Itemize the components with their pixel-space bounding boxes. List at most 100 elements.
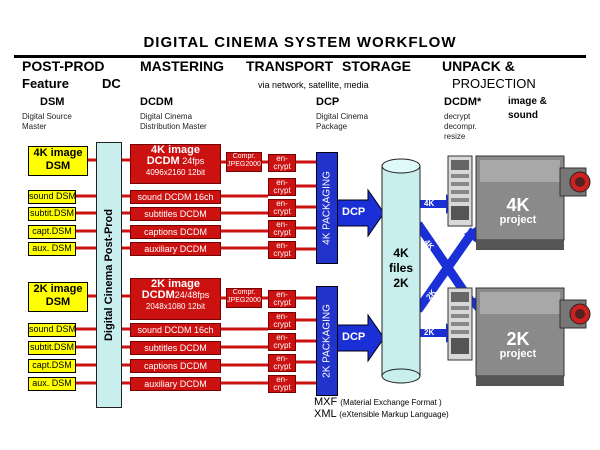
storage-label: 4K files 2K (382, 246, 420, 291)
col-image-sound-1: image & (508, 96, 547, 107)
dsm-2k-capt: capt.DSM (28, 359, 76, 373)
encrypt-l1: en- (276, 354, 288, 363)
encrypt-l1: en- (276, 178, 288, 187)
packaging-2k-label: 2K PACKAGING (321, 304, 333, 378)
dsm-2k-image-l1: 2K image (33, 283, 83, 295)
dsm-4k-capt: capt.DSM (28, 225, 76, 239)
encrypt-l2: crypt (273, 249, 291, 258)
stage-feature: Feature (22, 76, 69, 91)
arrow-label-top: 4K (424, 199, 435, 208)
encrypt-2k-captions: en-crypt (268, 354, 296, 372)
encrypt-l2: crypt (273, 186, 291, 195)
dsm-2k-aux: aux. DSM (28, 377, 76, 391)
col-dcdm-desc1: Digital Cinema (140, 112, 193, 121)
encrypt-l1: en- (276, 199, 288, 208)
note-mxf: MXF (Material Exchange Format ) (314, 396, 442, 408)
projector-4k-l2: project (499, 214, 537, 226)
dist-arrow-bottom (418, 323, 456, 343)
encrypt-l1: en- (276, 333, 288, 342)
encrypt-l1: en- (276, 290, 288, 299)
col-image-sound-2: sound (508, 110, 538, 121)
dcp-2k-label: DCP (342, 331, 366, 343)
projector-4k (475, 155, 591, 250)
dcdm-2k-image: 2K image DCDM24/48fps 2048x1080 12bit (130, 278, 221, 320)
dcdm-4k-auxiliary: auxiliary DCDM (130, 242, 221, 256)
encrypt-4k-captions: en-crypt (268, 220, 296, 238)
dcdm-4k-image: 4K image DCDM 24fps 4096x2160 12bit (130, 144, 221, 184)
storage-label-l2: files (388, 261, 413, 275)
stage-transport: TRANSPORT (246, 58, 334, 74)
dsm-4k-subtit: subtit.DSM (28, 207, 76, 221)
dcp-4k-label: DCP (342, 206, 366, 218)
note-mxf-desc: (Material Exchange Format ) (340, 398, 442, 407)
encrypt-l2: crypt (273, 162, 291, 171)
dsm-2k-image: 2K image DSM (28, 282, 88, 312)
encrypt-l2: crypt (273, 207, 291, 216)
arrow-label-bottom: 2K (424, 328, 435, 337)
encrypt-l1: en- (276, 154, 288, 163)
dsm-4k-image: 4K image DSM (28, 146, 88, 176)
col-dsm-desc2: Master (22, 122, 47, 131)
dcp-arrow-4k (336, 188, 385, 238)
dcp-arrow-2k (336, 313, 385, 363)
stage-post-prod: POST-PROD (22, 58, 105, 74)
dcdm-4k-image-l3: 4096x2160 12bit (145, 168, 206, 177)
dsm-2k-image-l2: DSM (45, 296, 71, 308)
server-rack-4k (447, 155, 473, 227)
encrypt-4k-image: en-crypt (268, 154, 296, 172)
server-rack-2k (447, 287, 473, 361)
dsm-4k-sound: sound DSM (28, 190, 76, 204)
encrypt-4k-subtitles: en-crypt (268, 199, 296, 217)
col-dsm: DSM (40, 96, 65, 108)
cross-arrow-up (414, 227, 478, 313)
dcdm-2k-auxiliary: auxiliary DCDM (130, 377, 221, 391)
dcdm-2k-image-l1: 2K image (151, 278, 200, 290)
encrypt-4k-sound: en-crypt (268, 178, 296, 196)
dcdm-4k-sound: sound DCDM 16ch (130, 190, 221, 204)
dcdm-2k-image-l2: DCDM (141, 289, 175, 301)
dist-arrow-top (418, 194, 456, 214)
compress-4k: Compr. JPEG2000 (226, 152, 262, 172)
storage-label-l1: 4K (393, 246, 409, 260)
compress-4k-l2: JPEG2000 (227, 161, 261, 168)
col-dsm-desc1: Digital Source (22, 112, 72, 121)
compress-2k: Compr. JPEG2000 (226, 288, 262, 308)
col-dcp-desc2: Package (316, 122, 348, 131)
col-dcp-desc1: Digital Cinema (316, 112, 369, 121)
dcdm-2k-sound: sound DCDM 16ch (130, 323, 221, 337)
stage-projection: PROJECTION (452, 76, 536, 91)
col-dcdm-desc2: Distribution Master (140, 122, 207, 131)
dcdm-4k-image-l2: DCDM (146, 155, 180, 167)
encrypt-2k-subtitles: en-crypt (268, 333, 296, 351)
dcdm-4k-fps: 24fps (182, 156, 205, 166)
compress-2k-l2: JPEG2000 (227, 297, 261, 304)
post-prod-bar: Digital Cinema Post-Prod (96, 142, 122, 408)
col-dcdm-star-desc3: resize (444, 132, 466, 141)
projector-2k (475, 287, 591, 386)
encrypt-l1: en- (276, 220, 288, 229)
title-divider (14, 55, 586, 58)
dsm-4k-image-l1: 4K image (33, 147, 83, 159)
dcdm-2k-captions: captions DCDM (130, 359, 221, 373)
transport-via: via network, satellite, media (258, 80, 369, 90)
dcdm-4k-subtitles: subtitles DCDM (130, 207, 221, 221)
stage-mastering: MASTERING (140, 58, 224, 74)
encrypt-l2: crypt (273, 320, 291, 329)
encrypt-l1: en- (276, 375, 288, 384)
storage-label-l3: 2K (393, 276, 409, 290)
encrypt-l2: crypt (273, 228, 291, 237)
note-xml-desc: (eXtensible Markup Language) (339, 410, 449, 419)
dcdm-2k-image-l3: 2048x1080 12bit (145, 302, 206, 311)
dsm-2k-sound: sound DSM (28, 323, 76, 337)
dcdm-2k-subtitles: subtitles DCDM (130, 341, 221, 355)
col-dcdm: DCDM (140, 96, 173, 108)
projector-2k-l1: 2K (506, 329, 530, 349)
encrypt-l2: crypt (273, 362, 291, 371)
encrypt-2k-image: en-crypt (268, 290, 296, 308)
stage-storage: STORAGE (342, 58, 411, 74)
encrypt-2k-sound: en-crypt (268, 312, 296, 330)
post-prod-label: Digital Cinema Post-Prod (103, 208, 115, 342)
dsm-4k-image-l2: DSM (45, 160, 71, 172)
storage-cylinder (381, 158, 421, 384)
